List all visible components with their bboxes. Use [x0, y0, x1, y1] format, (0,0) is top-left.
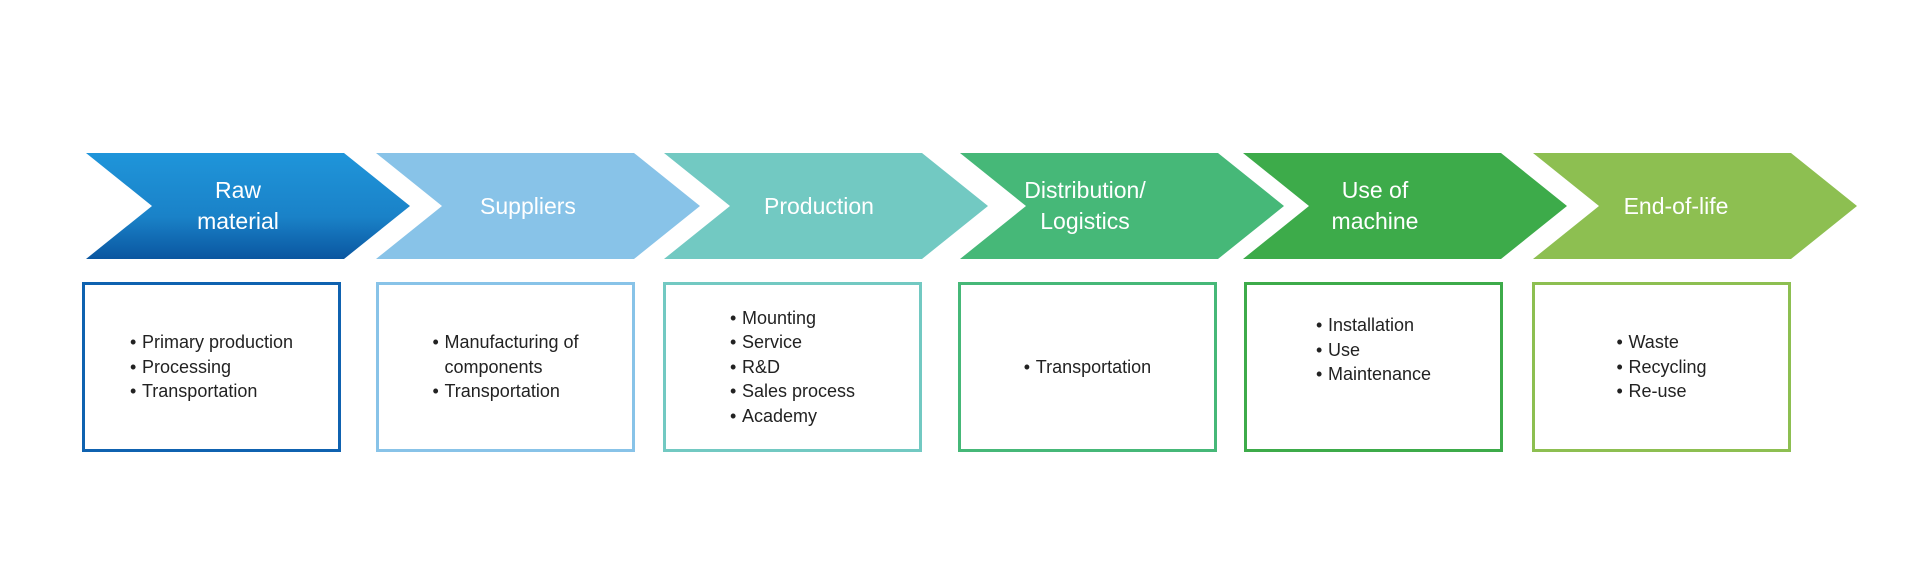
chevron-raw-material: Raw material — [86, 153, 410, 259]
stage-items: Manufacturing of components Transportati… — [432, 330, 578, 404]
list-item: Sales process — [730, 379, 855, 404]
stage-title: End-of-life — [1623, 192, 1729, 219]
stage-title: Raw material — [197, 177, 279, 234]
chevron-shape — [960, 153, 1284, 259]
chevron-shape — [376, 153, 700, 259]
list-item: Service — [730, 330, 855, 355]
list-item: Manufacturing of components — [432, 330, 578, 379]
stage-items: Mounting Service R&D Sales process Acade… — [730, 306, 855, 429]
stage-box-suppliers: Manufacturing of components Transportati… — [376, 282, 635, 452]
stage-box-end-of-life: Waste Recycling Re-use — [1532, 282, 1791, 452]
list-item: Re-use — [1616, 379, 1706, 404]
chevron-suppliers: Suppliers — [376, 153, 700, 259]
list-item: Recycling — [1616, 355, 1706, 380]
list-item: Transportation — [432, 379, 578, 404]
chevron-use-of-machine: Use of machine — [1243, 153, 1567, 259]
stage-items: Transportation — [1024, 355, 1151, 380]
list-item: Use — [1316, 338, 1431, 363]
list-item: Installation — [1316, 313, 1431, 338]
chevron-shape — [1533, 153, 1857, 259]
chevron-distribution-logistics: Distribution/ Logistics — [960, 153, 1284, 259]
list-item: Transportation — [1024, 355, 1151, 380]
stage-title: Distribution/ Logistics — [1024, 177, 1146, 234]
chevron-end-of-life: End-of-life — [1533, 153, 1857, 259]
list-item: R&D — [730, 355, 855, 380]
list-item: Mounting — [730, 306, 855, 331]
stage-title: Suppliers — [480, 192, 576, 219]
stage-box-use-of-machine: Installation Use Maintenance — [1244, 282, 1503, 452]
chevron-production: Production — [664, 153, 988, 259]
list-item: Processing — [130, 355, 293, 380]
stage-title: Production — [764, 192, 874, 219]
chevron-shape — [664, 153, 988, 259]
list-item: Primary production — [130, 330, 293, 355]
list-item: Academy — [730, 404, 855, 429]
stage-box-production: Mounting Service R&D Sales process Acade… — [663, 282, 922, 452]
list-item: Waste — [1616, 330, 1706, 355]
stage-title: Use of machine — [1331, 177, 1419, 234]
stage-box-distribution-logistics: Transportation — [958, 282, 1217, 452]
stage-items: Primary production Processing Transporta… — [130, 330, 293, 404]
chevron-shape — [1243, 153, 1567, 259]
stage-items: Installation Use Maintenance — [1316, 313, 1431, 387]
stage-items: Waste Recycling Re-use — [1616, 330, 1706, 404]
list-item: Maintenance — [1316, 362, 1431, 387]
list-item: Transportation — [130, 379, 293, 404]
stage-box-raw-material: Primary production Processing Transporta… — [82, 282, 341, 452]
